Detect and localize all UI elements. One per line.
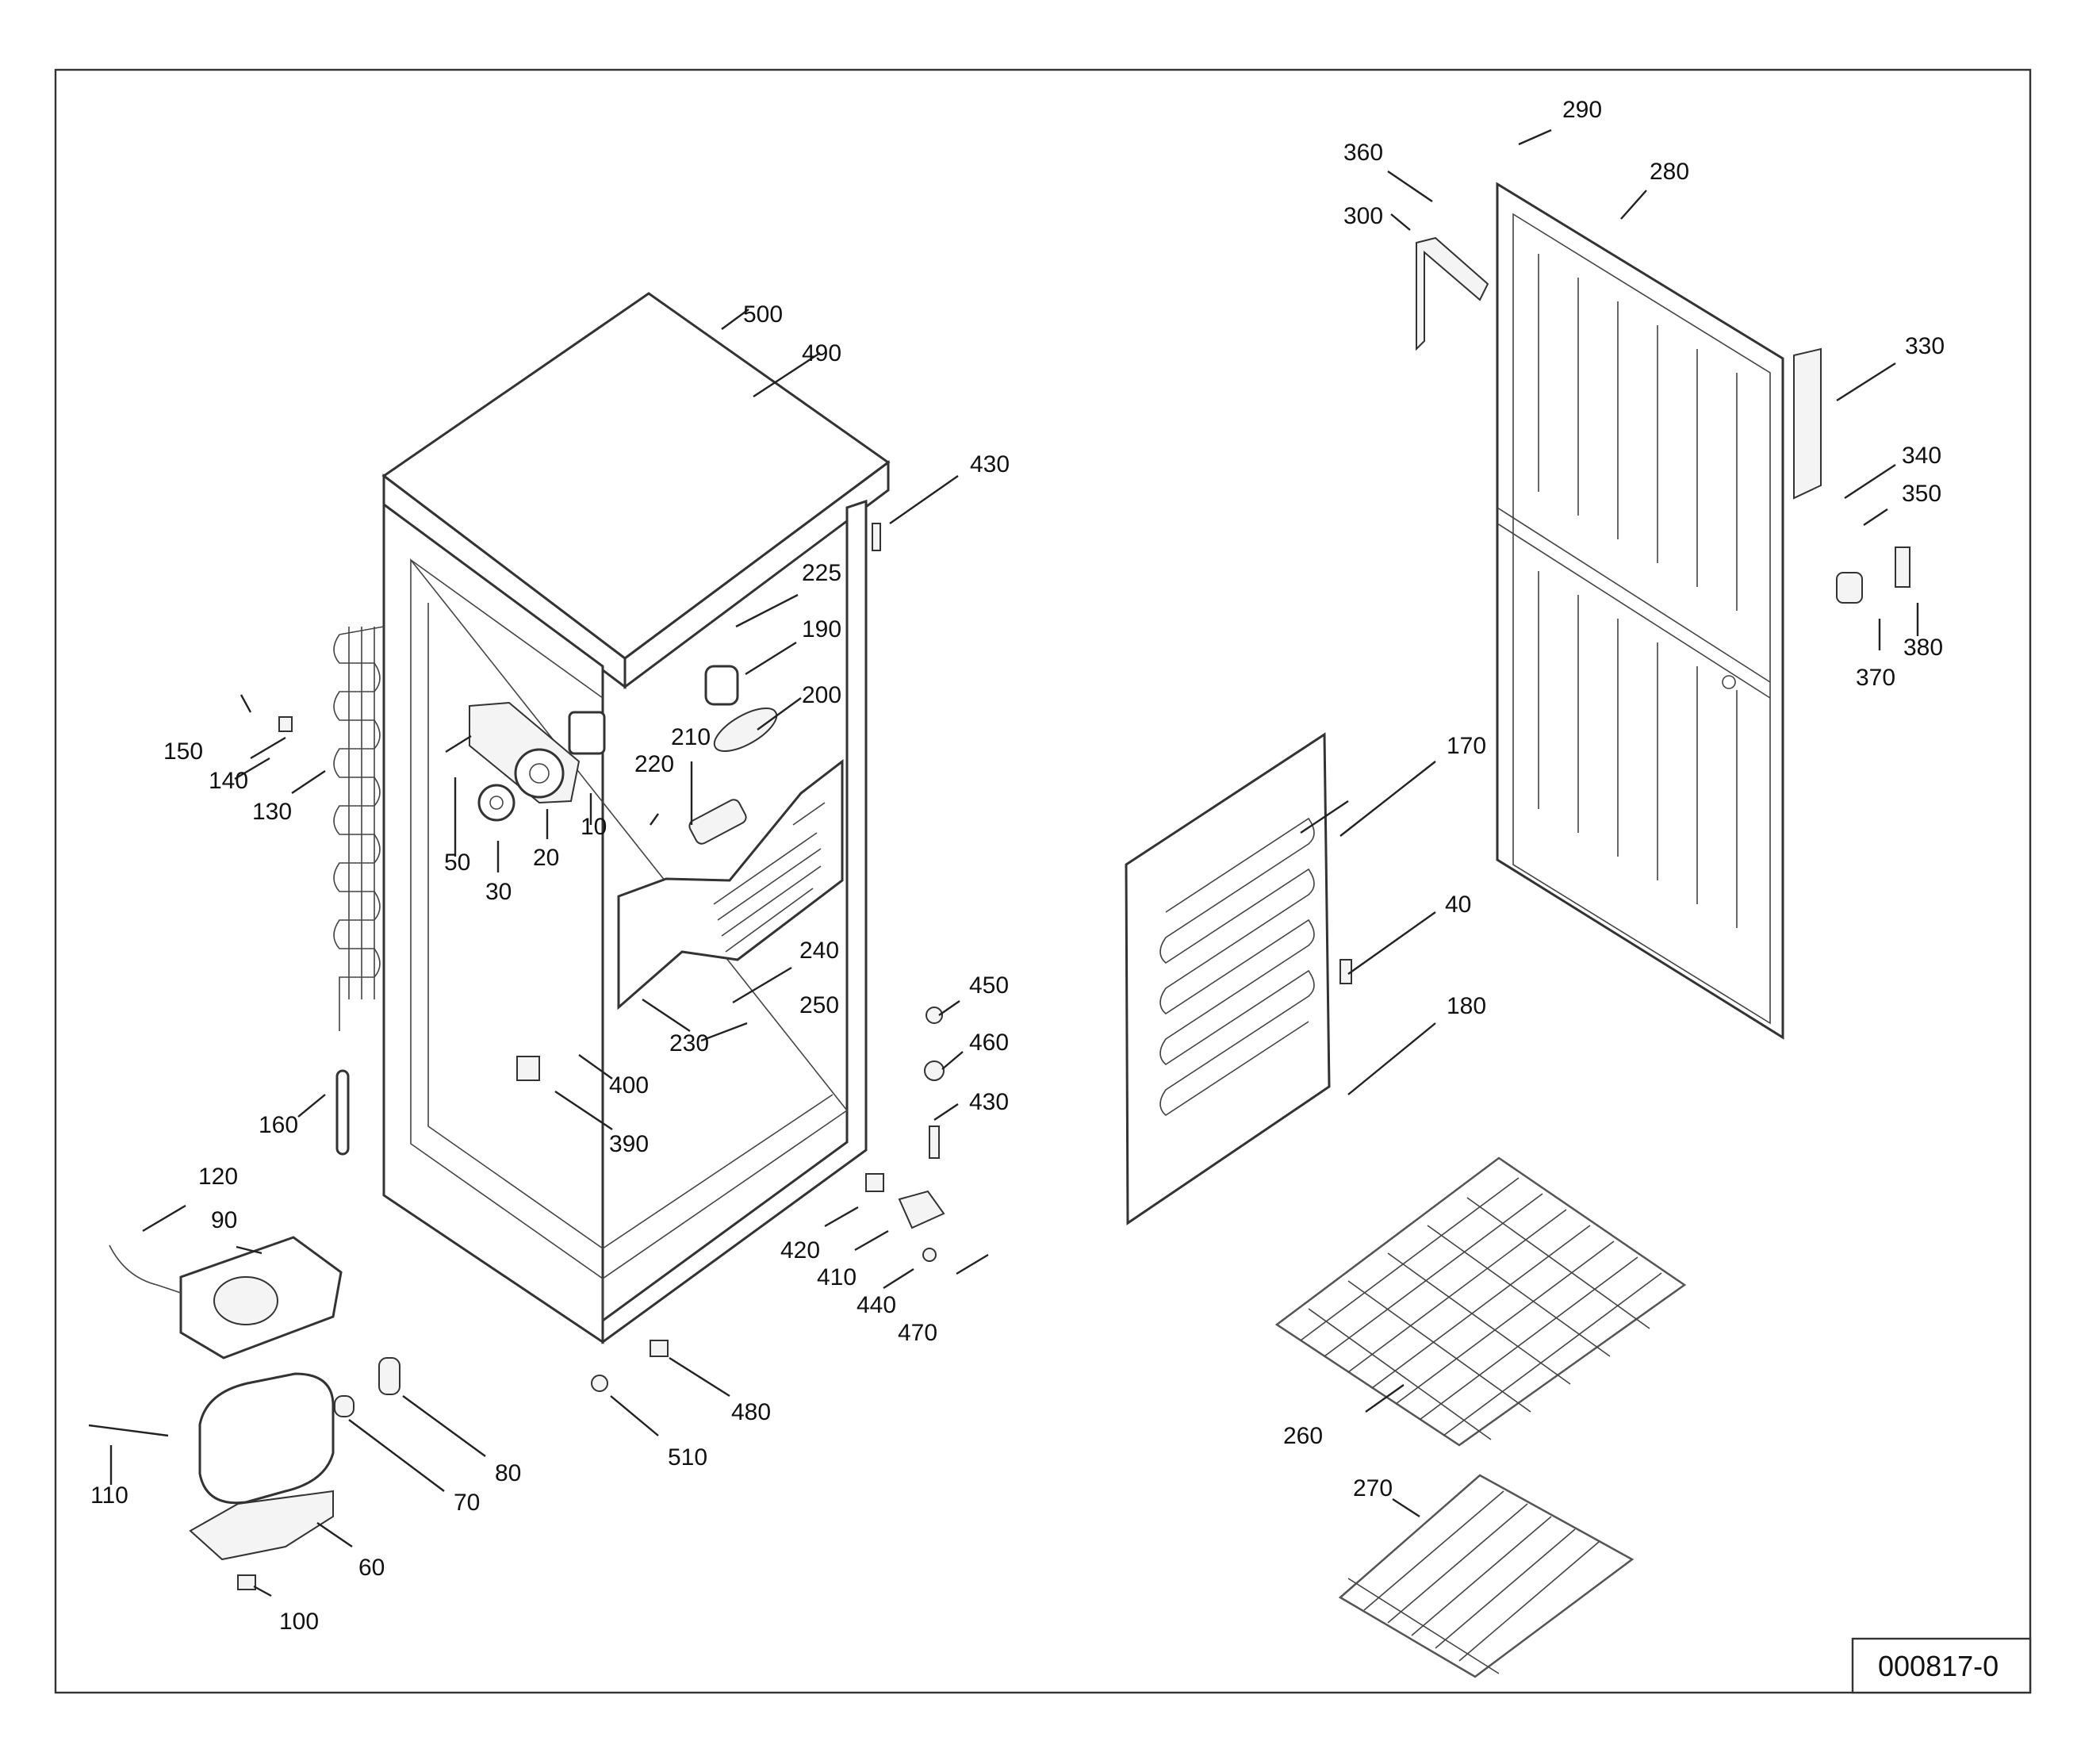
part-label-160: 160 xyxy=(259,1112,298,1138)
fan-and-evaporator-cover xyxy=(617,665,844,1010)
part-labels: 500 490 430 225 190 200 210 220 10 20 30… xyxy=(90,97,1945,1635)
part-label-480: 480 xyxy=(731,1399,771,1425)
part-label-225: 225 xyxy=(802,560,841,586)
part-label-500: 500 xyxy=(743,301,783,328)
part-label-510: 510 xyxy=(668,1444,707,1471)
wire-shelf-large xyxy=(1274,1156,1687,1447)
drawing-frame xyxy=(54,68,2032,1694)
part-label-40: 40 xyxy=(1445,892,1471,918)
part-label-450: 450 xyxy=(969,972,1009,999)
part-label-410: 410 xyxy=(817,1264,857,1290)
part-label-110: 110 xyxy=(90,1482,128,1509)
part-label-280: 280 xyxy=(1650,159,1689,185)
part-label-100: 100 xyxy=(279,1609,319,1635)
part-label-420: 420 xyxy=(780,1237,820,1264)
drawing-code: 000817-0 xyxy=(1878,1650,1999,1682)
evaporator-plate xyxy=(1125,732,1352,1225)
door-panel xyxy=(1416,182,1910,1040)
part-label-80: 80 xyxy=(495,1460,521,1486)
part-label-120: 120 xyxy=(198,1164,238,1190)
cabinet-body xyxy=(381,292,891,1344)
part-label-330: 330 xyxy=(1905,333,1945,359)
wire-shelf-small xyxy=(1338,1474,1635,1678)
part-label-50: 50 xyxy=(444,849,470,876)
condenser-coil xyxy=(333,626,385,1031)
thermostat-housing xyxy=(445,701,606,822)
part-label-430-top: 430 xyxy=(970,451,1010,477)
part-label-230: 230 xyxy=(669,1030,709,1056)
callout-leader-lines xyxy=(109,128,1919,1597)
part-label-210: 210 xyxy=(671,724,711,750)
part-label-250: 250 xyxy=(799,992,839,1018)
part-label-340: 340 xyxy=(1902,443,1941,469)
small-hardware-left xyxy=(240,523,945,1392)
part-label-380: 380 xyxy=(1903,635,1943,661)
part-label-430-bottom: 430 xyxy=(969,1089,1009,1115)
part-label-180: 180 xyxy=(1447,993,1486,1019)
part-label-70: 70 xyxy=(454,1490,480,1516)
part-label-200: 200 xyxy=(802,682,841,708)
part-label-20: 20 xyxy=(533,845,559,871)
part-label-400: 400 xyxy=(609,1072,649,1099)
part-label-220: 220 xyxy=(634,751,674,777)
part-label-390: 390 xyxy=(609,1131,649,1157)
part-label-10: 10 xyxy=(581,814,607,840)
drawing-code-box: 000817-0 xyxy=(1851,1637,2032,1694)
part-label-470: 470 xyxy=(898,1320,937,1346)
part-label-130: 130 xyxy=(252,799,292,825)
part-label-240: 240 xyxy=(799,938,839,964)
part-label-30: 30 xyxy=(485,879,512,905)
part-label-370: 370 xyxy=(1856,665,1895,691)
part-label-440: 440 xyxy=(857,1292,896,1318)
part-label-150: 150 xyxy=(163,738,203,765)
part-label-350: 350 xyxy=(1902,481,1941,507)
compressor-assembly xyxy=(88,1236,400,1590)
part-label-490: 490 xyxy=(802,340,841,366)
part-label-270: 270 xyxy=(1353,1475,1393,1501)
part-label-460: 460 xyxy=(969,1030,1009,1056)
part-label-260: 260 xyxy=(1283,1423,1323,1449)
part-label-190: 190 xyxy=(802,616,841,642)
part-label-60: 60 xyxy=(358,1555,385,1581)
part-label-360: 360 xyxy=(1343,140,1383,166)
part-label-300: 300 xyxy=(1343,203,1383,229)
part-label-140: 140 xyxy=(209,768,248,794)
part-label-290: 290 xyxy=(1562,97,1602,123)
part-label-170: 170 xyxy=(1447,733,1486,759)
part-label-90: 90 xyxy=(211,1207,237,1233)
